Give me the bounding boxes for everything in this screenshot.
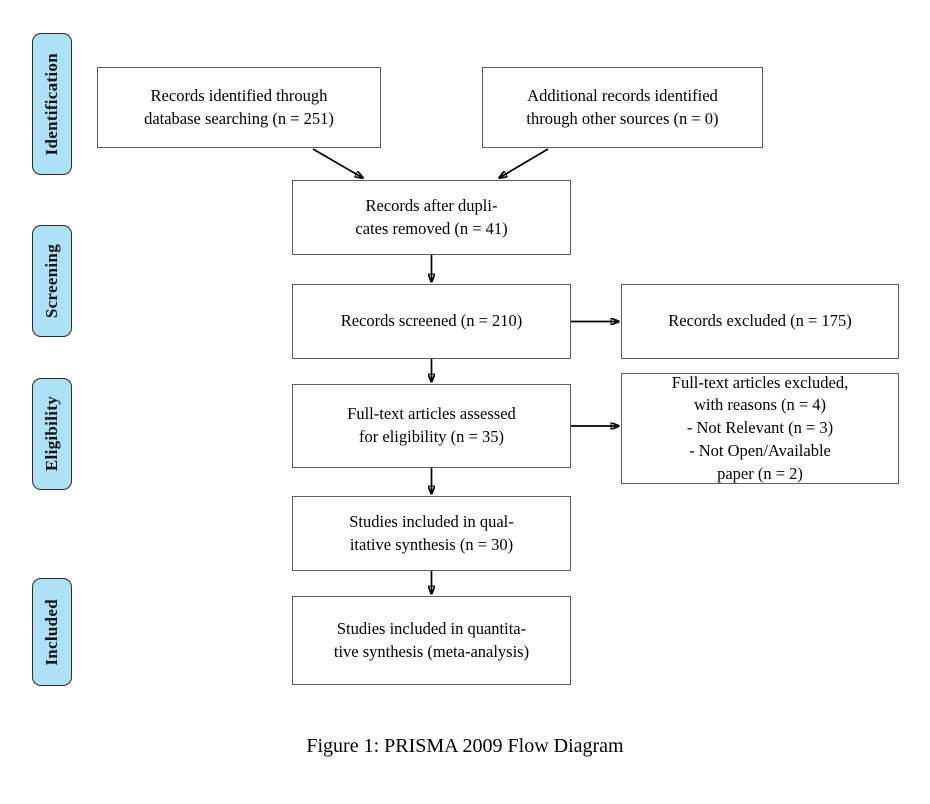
node-fulltext-articles-assessed: Full-text articles assessed for eligibil… [292,384,571,468]
node-records-after-duplicates-removed-text: Records after dupli- cates removed (n = … [355,195,508,238]
node-records-identified-database: Records identified through database sear… [97,67,381,148]
node-records-screened-text: Records screened (n = 210) [340,311,523,331]
node-records-after-duplicates-removed: Records after dupli- cates removed (n = … [292,180,571,255]
stage-label-screening: Screening [32,225,72,337]
node-additional-records-other-sources: Additional records identified through ot… [482,67,763,148]
node-records-identified-database-text: Records identified through database sear… [144,85,334,128]
node-records-screened: Records screened (n = 210) [292,284,571,359]
figure-caption-text: Figure 1: PRISMA 2009 Flow Diagram [306,735,624,757]
stage-label-included: Included [32,578,72,686]
node-studies-quantitative-synthesis-text: Studies included in quantita- tive synth… [333,618,530,661]
stage-label-identification: Identification [32,33,72,175]
node-additional-records-other-sources-text: Additional records identified through ot… [526,85,719,128]
node-studies-quantitative-synthesis: Studies included in quantita- tive synth… [292,596,571,685]
node-fulltext-articles-excluded-text: Full-text articles excluded, with reason… [671,372,849,483]
arrow-db-search-to-dedup [312,148,363,178]
node-records-excluded-text: Records excluded (n = 175) [668,311,852,331]
node-records-excluded: Records excluded (n = 175) [621,284,899,359]
node-fulltext-articles-assessed-text: Full-text articles assessed for eligibil… [347,404,516,446]
stage-label-eligibility: Eligibility [32,378,72,490]
node-studies-qualitative-synthesis: Studies included in qual- itative synthe… [292,496,571,571]
figure-caption: Figure 1: PRISMA 2009 Flow Diagram [0,735,930,758]
node-studies-qualitative-synthesis-text: Studies included in qual- itative synthe… [349,511,514,554]
arrow-other-sources-to-dedup [499,148,549,178]
node-fulltext-articles-excluded: Full-text articles excluded, with reason… [621,373,899,484]
